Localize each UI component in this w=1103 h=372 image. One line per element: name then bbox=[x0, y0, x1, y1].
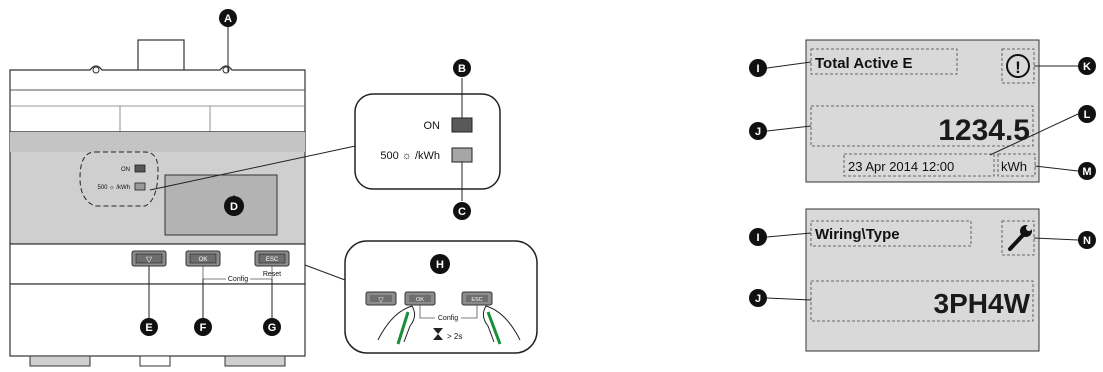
led-pulse bbox=[134, 182, 146, 191]
wrench-icon bbox=[1008, 225, 1032, 251]
led-pulse-label: 500 ☼ /kWh bbox=[97, 185, 130, 191]
display-screen-1: Total Active E ! 1234.5 23 Apr 2014 12:0… bbox=[805, 39, 1040, 183]
callout-j-1: J bbox=[749, 122, 767, 140]
button-down-label: ▽ bbox=[146, 255, 153, 264]
display-screen-2: Wiring\Type 3PH4W bbox=[805, 208, 1040, 352]
callout-g-label: G bbox=[268, 322, 277, 334]
zoom-led-pulse bbox=[451, 147, 473, 163]
callout-c-label: C bbox=[458, 206, 466, 218]
callout-k-label: K bbox=[1083, 61, 1091, 73]
display2-title: Wiring\Type bbox=[815, 226, 900, 243]
zoom-button-ok[interactable]: OK bbox=[404, 291, 436, 306]
reset-label: Reset bbox=[263, 271, 281, 278]
zoom-config-label: Config bbox=[438, 315, 458, 322]
display1-unit: kWh bbox=[1001, 159, 1027, 174]
callout-i-2-label: I bbox=[756, 232, 759, 244]
callout-h-label: H bbox=[436, 259, 444, 271]
callout-j-2-label: J bbox=[755, 293, 761, 305]
button-zoom-panel: ▽ OK ESC Config > 2s bbox=[344, 240, 538, 354]
zoom-button-ok-label: OK bbox=[416, 297, 424, 303]
callout-d-label: D bbox=[230, 201, 238, 213]
zoom-led-on bbox=[451, 117, 473, 133]
callout-f-label: F bbox=[200, 322, 207, 334]
callout-b-label: B bbox=[458, 63, 466, 75]
alert-icon bbox=[1006, 54, 1030, 78]
zoom-button-esc-label: ESC bbox=[471, 297, 482, 303]
callout-i-1-label: I bbox=[756, 63, 759, 75]
callout-i-2: I bbox=[749, 228, 767, 246]
meter-bottom-cover bbox=[9, 283, 306, 357]
button-down[interactable]: ▽ bbox=[131, 250, 167, 267]
led-dashed-group bbox=[79, 151, 159, 207]
callout-d: D bbox=[224, 196, 244, 216]
callout-a-label: A bbox=[224, 13, 232, 25]
button-ok-label: OK bbox=[199, 257, 208, 263]
config-label: Config bbox=[228, 276, 248, 283]
display2-value: 3PH4W bbox=[934, 288, 1031, 319]
callout-l-label: L bbox=[1084, 109, 1091, 121]
callout-a: A bbox=[219, 9, 237, 27]
display-leader-lines bbox=[766, 61, 1079, 301]
display1-title: Total Active E bbox=[815, 55, 913, 72]
button-ok[interactable]: OK bbox=[185, 250, 221, 267]
zoom-pulse-label: 500 ☼ /kWh bbox=[380, 150, 440, 162]
callout-badges: A B C D E F G H I J K L M I J N bbox=[140, 9, 1096, 336]
callout-m: M bbox=[1078, 162, 1096, 180]
meter-top-cover bbox=[9, 65, 306, 133]
hold-duration-label: > 2s bbox=[447, 332, 462, 341]
mount-hole-left bbox=[92, 66, 100, 74]
hand-left-icon bbox=[377, 305, 416, 343]
press-arrow-left-icon bbox=[396, 311, 410, 345]
meter-device: ON 500 ☼ /kWh ▽ OK ESC Config Reset bbox=[9, 39, 306, 367]
callout-h: H bbox=[430, 254, 450, 274]
zoom-on-label: ON bbox=[424, 120, 441, 132]
mount-hole-right bbox=[222, 66, 230, 74]
hourglass-icon bbox=[433, 328, 443, 340]
callout-n-label: N bbox=[1083, 235, 1091, 247]
display1-value: 1234.5 bbox=[938, 114, 1030, 147]
button-esc[interactable]: ESC bbox=[254, 250, 290, 267]
callout-n: N bbox=[1078, 231, 1096, 249]
callout-f: F bbox=[194, 318, 212, 336]
meter-screen bbox=[164, 174, 278, 236]
zoom-button-down-label: ▽ bbox=[378, 297, 384, 304]
led-on-label: ON bbox=[121, 167, 130, 173]
callout-g: G bbox=[263, 318, 281, 336]
press-arrow-right-icon bbox=[486, 311, 502, 345]
zoom-button-down[interactable]: ▽ bbox=[365, 291, 397, 306]
callout-b: B bbox=[453, 59, 471, 77]
callout-e-label: E bbox=[145, 322, 152, 334]
alert-symbol: ! bbox=[1015, 58, 1021, 77]
button-esc-label: ESC bbox=[266, 257, 279, 263]
led-on bbox=[134, 164, 146, 173]
callout-j-1-label: J bbox=[755, 126, 761, 138]
callout-c: C bbox=[453, 202, 471, 220]
zoom-button-esc[interactable]: ESC bbox=[461, 291, 493, 306]
callout-e: E bbox=[140, 318, 158, 336]
led-zoom-panel: ON 500 ☼ /kWh bbox=[354, 78, 501, 201]
callout-m-label: M bbox=[1082, 166, 1091, 178]
hand-right-icon bbox=[482, 305, 521, 343]
callout-l: L bbox=[1078, 105, 1096, 123]
callout-j-2: J bbox=[749, 289, 767, 307]
callout-i-1: I bbox=[749, 59, 767, 77]
callout-k: K bbox=[1078, 57, 1096, 75]
display1-datetime: 23 Apr 2014 12:00 bbox=[848, 159, 954, 174]
